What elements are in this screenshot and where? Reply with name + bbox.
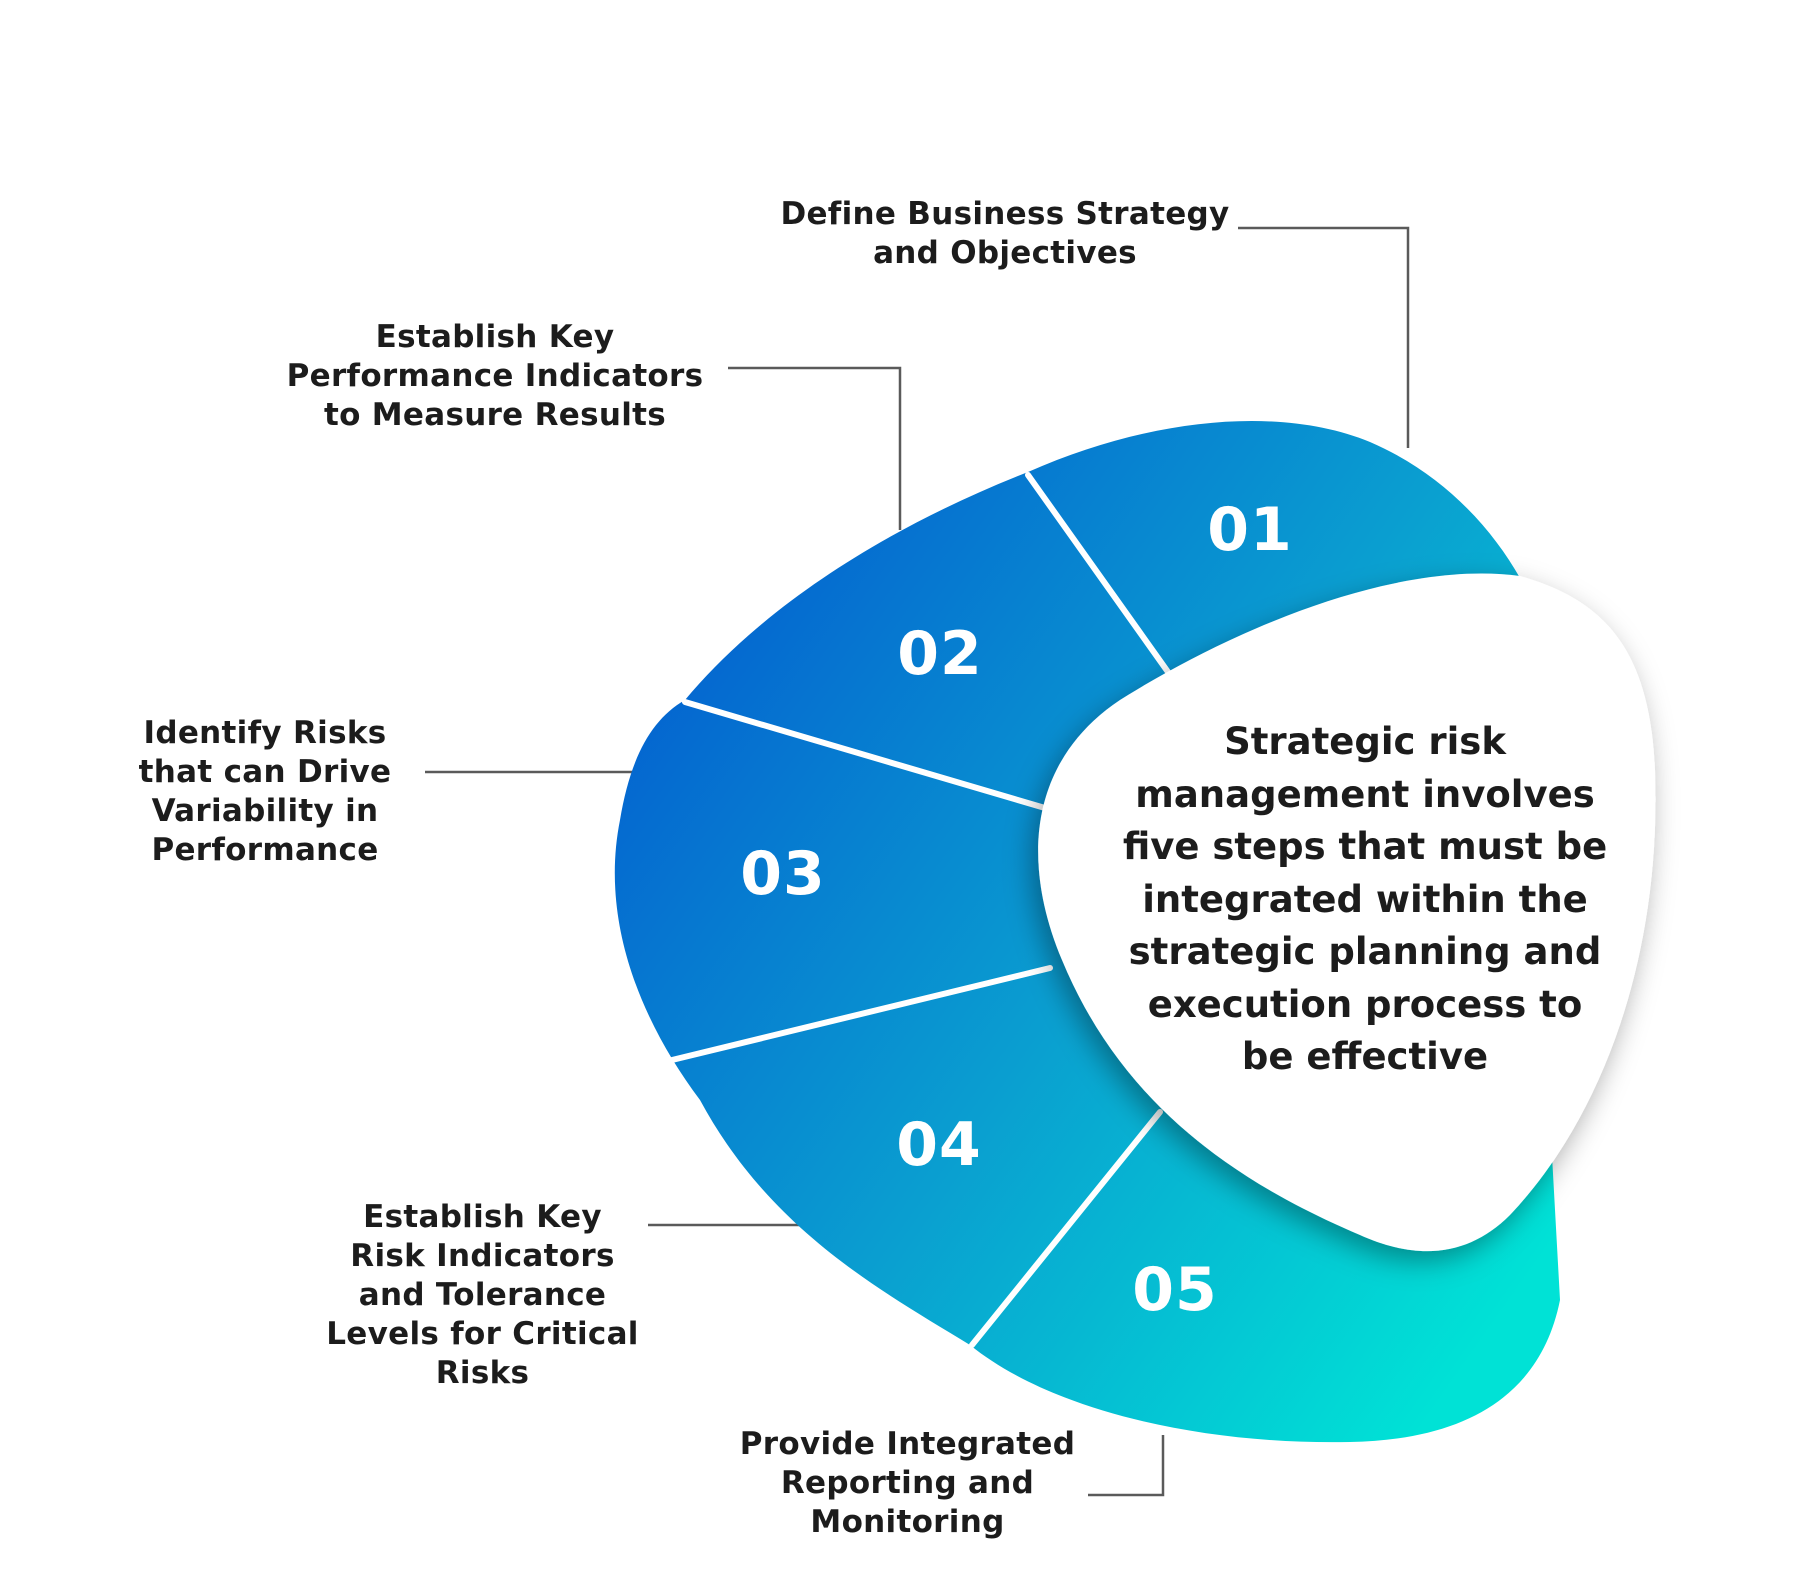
step-05-number: 05 [1132, 1255, 1218, 1325]
divider-01-02 [1025, 472, 1171, 675]
segment-dividers [669, 472, 1171, 1348]
step-03-number: 03 [740, 839, 826, 909]
step-04-label: Establish Key Risk Indicators and Tolera… [326, 1199, 639, 1391]
step-05-label: Provide Integrated Reporting and Monitor… [739, 1426, 1076, 1540]
divider-03-04 [669, 965, 1053, 1063]
divider-04-05 [969, 1109, 1163, 1348]
center-summary-text: Strategic risk management involves five … [1122, 720, 1608, 1078]
step-02-number: 02 [897, 619, 983, 689]
divider-02-03 [682, 699, 1048, 811]
step-03-label: Identify Risks that can Drive Variabilit… [138, 715, 392, 868]
step-02-label: Establish Key Performance Indicators to … [286, 319, 704, 433]
step-01-label: Define Business Strategy and Objectives [780, 196, 1230, 271]
center-bubble [1038, 573, 1656, 1252]
connector-step-05 [1088, 1435, 1165, 1497]
connector-lines [425, 226, 1410, 1497]
connector-step-01 [1238, 226, 1410, 448]
step-01-number: 01 [1207, 495, 1293, 565]
connector-step-02 [728, 366, 902, 530]
step-04-number: 04 [896, 1110, 982, 1180]
